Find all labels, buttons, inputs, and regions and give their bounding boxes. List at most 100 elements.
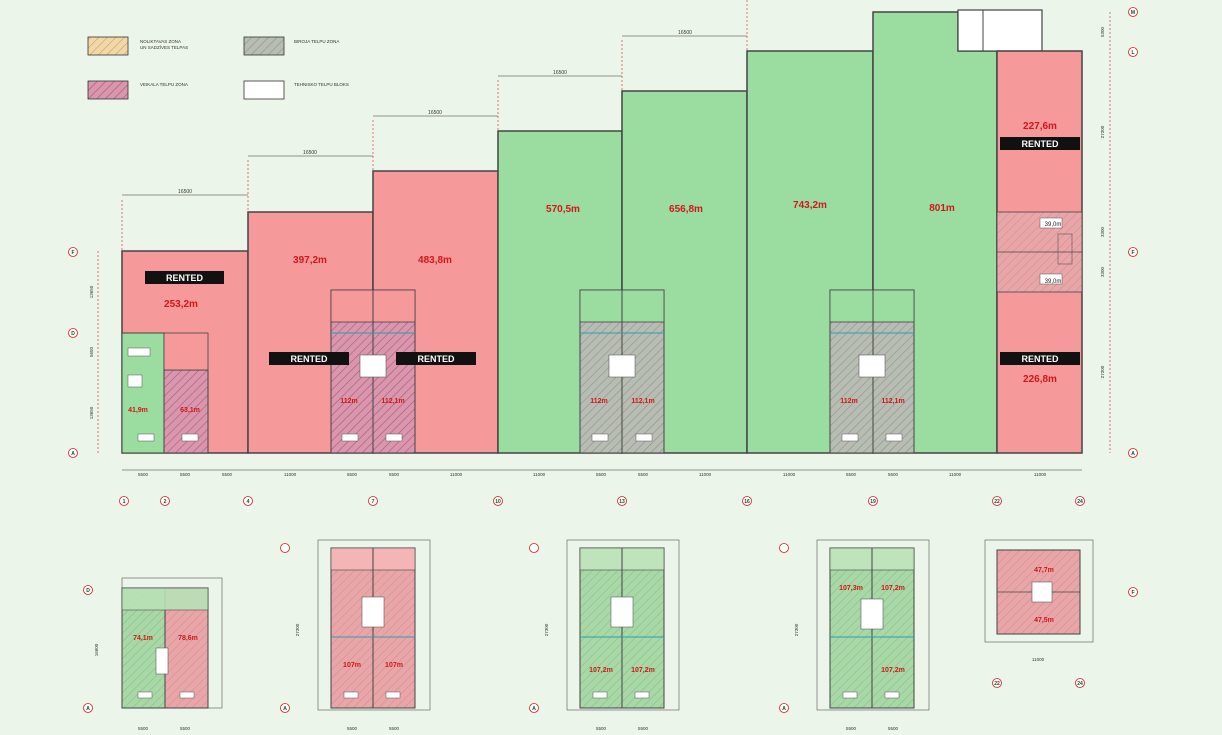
detail-dim-8: 5500 <box>888 726 899 731</box>
legend-storage-line2: UN SADZĪVES TELPAS <box>140 44 188 50</box>
detail-2-area-a: 107m <box>343 662 361 669</box>
detail-dim-v3: 27300 <box>544 623 549 636</box>
detail-dim-6: 5500 <box>638 726 649 731</box>
detail-dim-4: 5500 <box>389 726 400 731</box>
legend-office-label: BIROJA TELPU ZONA <box>294 39 339 44</box>
area-office-a2: 112,1m <box>381 398 404 405</box>
office-block-a <box>330 289 416 454</box>
grid-row-m: M <box>1131 10 1135 16</box>
detail-plan-1[interactable]: 74,1m 78,6m <box>121 577 223 709</box>
dim-bottom-14: 5500 <box>888 472 899 477</box>
dim-bottom-9: 5500 <box>596 472 607 477</box>
detail-dim-v1: 16600 <box>94 643 99 656</box>
detail-plan-4[interactable]: 107,3m 107,2m 107,2m <box>816 539 930 711</box>
grid-row-d-left: D <box>71 331 75 337</box>
grid-row-l: L <box>1131 50 1134 56</box>
legend-swatch-office <box>243 36 285 56</box>
dim-bottom-15: 11000 <box>949 472 962 477</box>
dim-bottom-6: 5500 <box>389 472 400 477</box>
detail-dim-1: 5500 <box>138 726 149 731</box>
legend-swatch-storage <box>87 36 129 56</box>
detail-plan-2[interactable]: 107m 107m <box>317 539 431 711</box>
area-unit-7: 801m <box>929 203 955 214</box>
area-small-1b: 63,1m <box>180 407 200 414</box>
grid-col-19: 19 <box>870 499 876 505</box>
office-block-c <box>829 289 915 454</box>
dim-top-5: 16500 <box>678 30 692 36</box>
rented-tag-unit-2: RENTED <box>269 352 349 365</box>
svg-text:RENTED: RENTED <box>1021 354 1059 364</box>
detail-dim-v4: 27300 <box>794 623 799 636</box>
area-unit-1: 253,2m <box>164 299 198 310</box>
detail-dim-7: 5500 <box>846 726 857 731</box>
dim-bottom-11: 11000 <box>699 472 712 477</box>
detail-axis-a1: A <box>86 706 90 712</box>
dim-top-1: 16500 <box>178 189 192 195</box>
dim-bottom-5: 5500 <box>347 472 358 477</box>
legend-swatch-retail <box>87 80 129 100</box>
detail-3-area-a: 107,2m <box>589 667 613 674</box>
area-tiny-1: 39,0m <box>1045 222 1062 228</box>
detail-dim-v2: 27300 <box>295 623 300 636</box>
dim-right-2: 27300 <box>1100 125 1105 138</box>
dim-left-1: 13650 <box>89 285 94 298</box>
main-plan: RENTED RENTED RENTED RENTED RENTED 253,2… <box>68 0 1138 506</box>
grid-col-24: 24 <box>1077 499 1083 505</box>
legend-retail-label: VEIKALA TELPU ZONA <box>140 82 188 87</box>
rented-tag-unit-8-bottom: RENTED <box>1000 352 1080 365</box>
grid-row-a-right: A <box>1131 451 1135 457</box>
detail-axis-a2: A <box>283 706 287 712</box>
detail-axis-a3: A <box>532 706 536 712</box>
dim-bottom-2: 5500 <box>180 472 191 477</box>
area-unit-8-top: 227,6m <box>1023 121 1057 132</box>
dim-bottom-16: 11000 <box>1034 472 1047 477</box>
detail-4-area-c: 107,2m <box>881 667 905 674</box>
grid-col-4: 4 <box>247 499 250 505</box>
grid-row-f-left: F <box>71 250 74 256</box>
detail-5-area-b: 47,5m <box>1034 617 1054 624</box>
detail-1-area-b: 78,6m <box>178 635 198 642</box>
detail-axis-22: 22 <box>994 681 1000 687</box>
detail-dim-2: 5500 <box>180 726 191 731</box>
dim-left-3: 13650 <box>89 406 94 419</box>
area-tiny-2: 39,0m <box>1045 279 1062 285</box>
area-unit-8-bottom: 226,8m <box>1023 374 1057 385</box>
detail-plan-3[interactable]: 107,2m 107,2m <box>566 539 680 711</box>
detail-plans: 74,1m 78,6m 107m 107m 107,2m <box>83 539 1138 731</box>
dim-bottom-1: 5500 <box>138 472 149 477</box>
grid-col-7: 7 <box>372 499 375 505</box>
dim-bottom-12: 11000 <box>783 472 796 477</box>
rented-tag-unit-1: RENTED <box>145 271 224 284</box>
detail-2-area-b: 107m <box>385 662 403 669</box>
rented-tag-unit-3: RENTED <box>396 352 476 365</box>
dim-top-4: 16500 <box>553 70 567 76</box>
detail-axis-24: 24 <box>1077 681 1083 687</box>
area-unit-2: 397,2m <box>293 255 327 266</box>
area-office-b1: 112m <box>590 398 608 405</box>
grid-col-13: 13 <box>619 499 625 505</box>
area-office-a1: 112m <box>340 398 358 405</box>
area-unit-6: 743,2m <box>793 200 827 211</box>
detail-axis-d: D <box>86 588 90 594</box>
svg-text:RENTED: RENTED <box>417 354 455 364</box>
office-block-b <box>579 289 665 454</box>
dim-right-3: 3300 <box>1100 226 1105 237</box>
dim-top-2: 16500 <box>303 150 317 156</box>
dim-bottom-13: 5500 <box>846 472 857 477</box>
legend-swatch-tech <box>243 80 285 100</box>
legend-tech-label: TEHNISKO TELPU BLOKS <box>294 82 349 87</box>
area-office-b2: 112,1m <box>631 398 654 405</box>
detail-dim-9: 11000 <box>1032 657 1045 662</box>
dim-right-4: 3300 <box>1100 266 1105 277</box>
tech-block <box>957 9 1043 52</box>
detail-plan-5[interactable]: 47,7m 47,5m <box>984 539 1094 643</box>
grid-col-10: 10 <box>495 499 501 505</box>
dim-right-1: 5300 <box>1100 26 1105 37</box>
area-unit-4: 570,5m <box>546 204 580 215</box>
detail-4-area-b: 107,2m <box>881 585 905 592</box>
grid-col-22: 22 <box>994 499 1000 505</box>
legend-storage-line1: NOLIKTAVAS ZONA <box>140 39 181 44</box>
dim-bottom-7: 11000 <box>450 472 463 477</box>
dim-right-5: 27300 <box>1100 365 1105 378</box>
